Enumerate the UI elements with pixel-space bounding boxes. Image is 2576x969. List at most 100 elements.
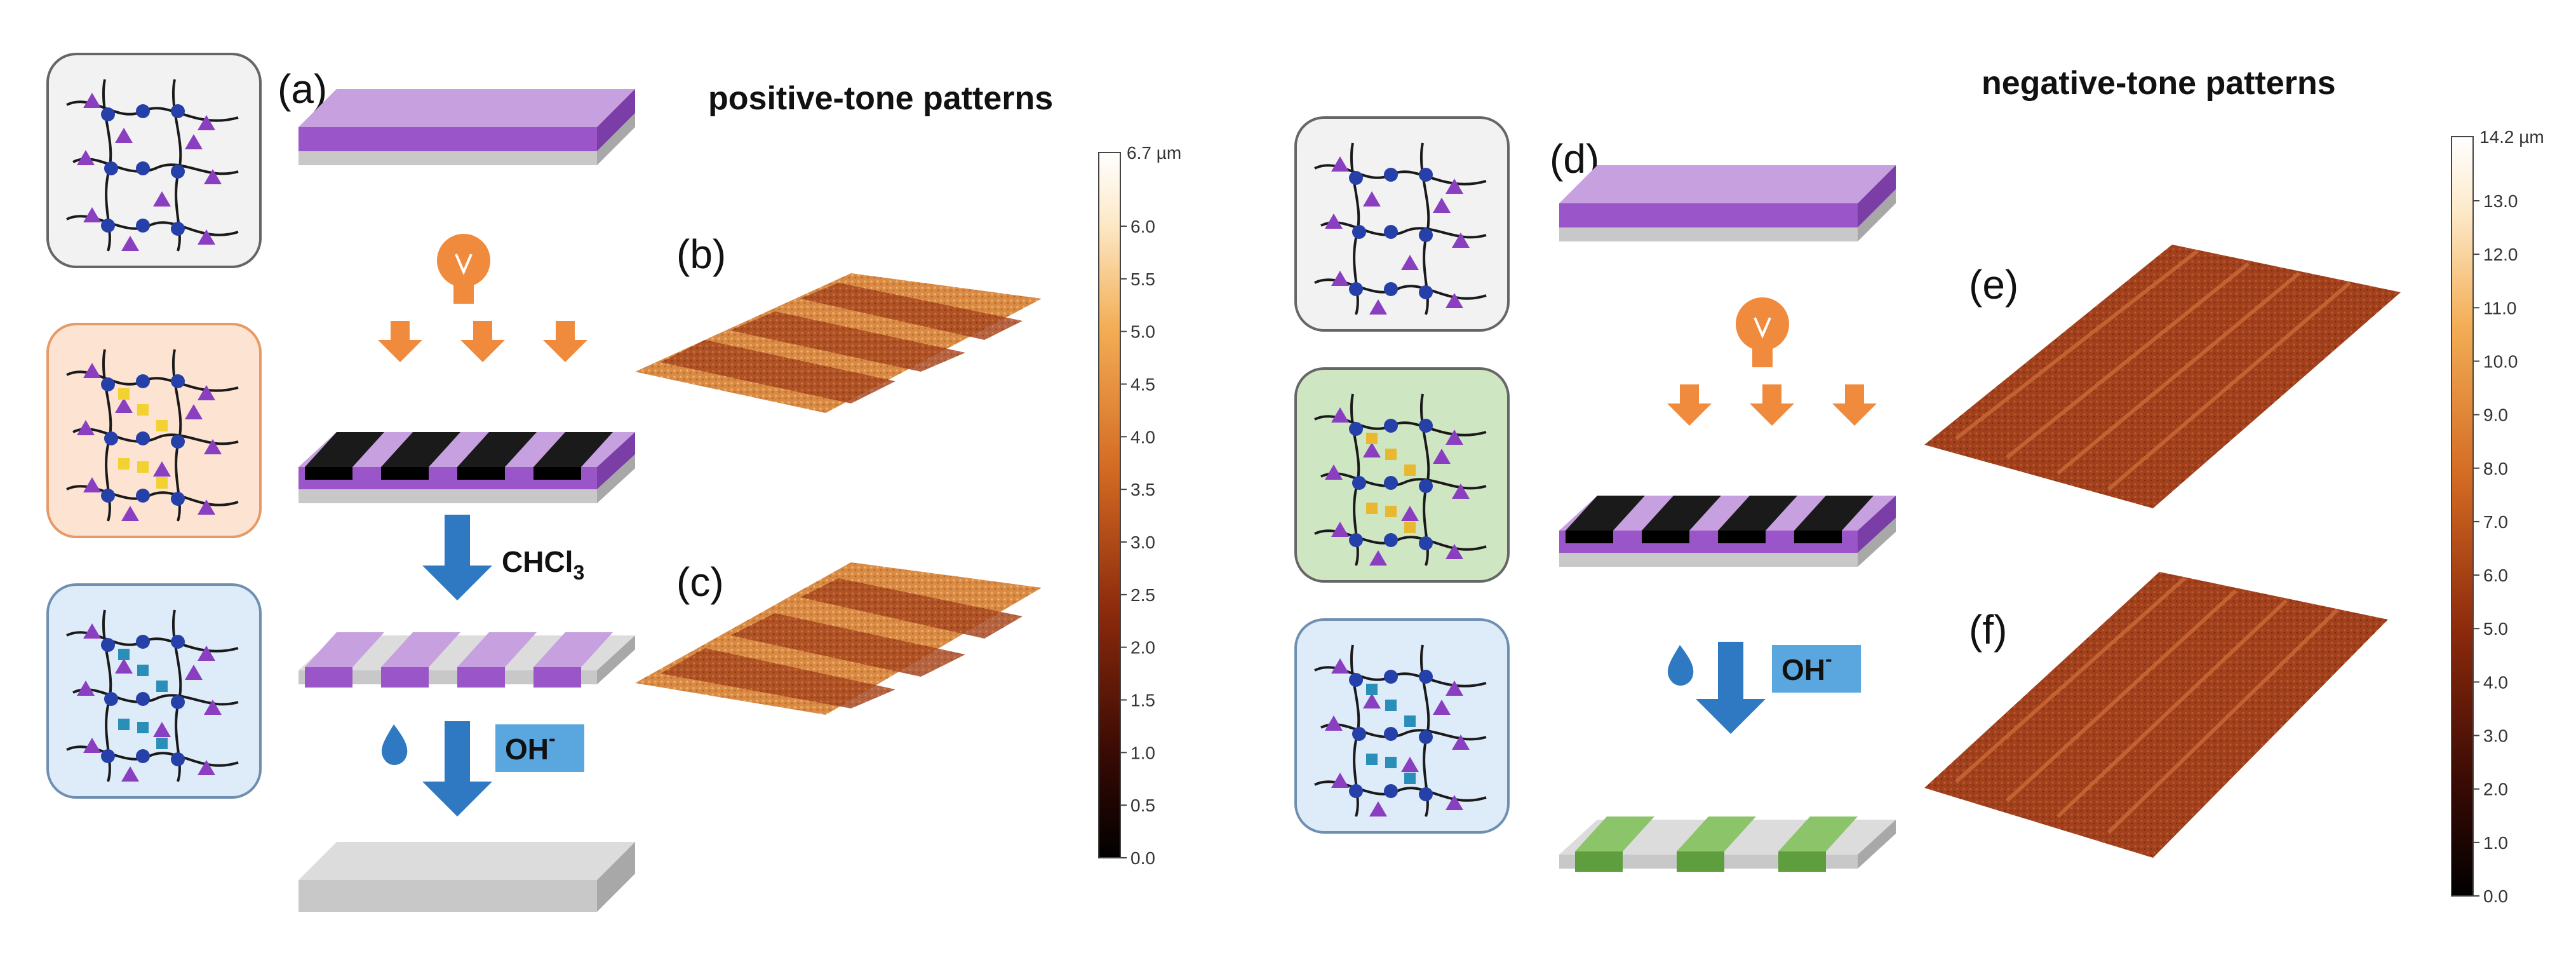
network-box-degraded-left	[46, 583, 262, 799]
crosslink-node	[171, 635, 185, 649]
colorbar-tick-label: 3.0	[1130, 532, 1155, 552]
colorbar-tick-label: 10.0	[2483, 351, 2518, 371]
crosslink-node	[1349, 533, 1363, 547]
crosslink-node	[101, 377, 115, 391]
monomer-unit	[1369, 550, 1387, 566]
crosslink-node	[1419, 419, 1433, 433]
crosslink-node	[1384, 784, 1398, 798]
polymer-network	[1314, 644, 1487, 817]
monomer-unit	[1369, 299, 1387, 315]
crosslink-node	[171, 222, 185, 236]
linker-unit	[137, 461, 149, 473]
monomer-unit	[185, 134, 203, 149]
chcl3-arrow	[422, 515, 492, 600]
crosslink-node	[1384, 168, 1398, 182]
crosslink-node	[136, 635, 150, 649]
crosslink-node	[101, 219, 115, 233]
linker-unit	[118, 719, 130, 730]
crosslink-node	[1419, 536, 1433, 550]
polymer-network	[66, 609, 239, 782]
crosslink-node	[1384, 225, 1398, 239]
linker-unit	[1385, 700, 1397, 711]
crosslink-node	[101, 749, 115, 763]
linker-unit	[118, 458, 130, 470]
panel-label-b: (b)	[676, 231, 726, 277]
linker-unit	[118, 649, 130, 660]
crosslink-node	[104, 692, 118, 706]
crosslink-node	[136, 374, 150, 388]
monomer-unit	[153, 191, 171, 207]
linker-unit	[1366, 503, 1378, 514]
colorbar-tick-label: 3.5	[1130, 480, 1155, 499]
panel-label-f: (f)	[1969, 607, 2007, 653]
crosslink-node	[1384, 533, 1398, 547]
monomer-unit	[115, 128, 133, 143]
colorbar-tick-label: 13.0	[2483, 191, 2518, 211]
linker-unit	[137, 665, 149, 676]
monomer-unit	[198, 385, 215, 400]
monomer-unit	[1369, 801, 1387, 817]
uv-arrows	[378, 321, 587, 362]
monomer-unit	[1446, 681, 1463, 696]
colorbar-tick-label: 0.0	[1130, 848, 1155, 868]
linker-unit	[1404, 715, 1416, 727]
linker-unit	[137, 722, 149, 733]
monomer-unit	[1363, 442, 1381, 457]
colorbar-tick-label: 4.0	[2483, 672, 2508, 692]
monomer-unit	[1331, 522, 1349, 537]
network-box-pristine-right	[1294, 116, 1510, 332]
monomer-unit	[1325, 715, 1343, 731]
monomer-unit	[1331, 271, 1349, 286]
monomer-unit	[115, 658, 133, 674]
crosslink-node	[1384, 476, 1398, 490]
crosslink-node	[1352, 727, 1366, 741]
colorbar-tick-label: 5.5	[1130, 269, 1155, 289]
monomer-unit	[1401, 255, 1419, 270]
crosslink-node	[1419, 670, 1433, 684]
positive-tone-title: positive-tone patterns	[708, 80, 1053, 117]
crosslink-node	[136, 749, 150, 763]
water-drop-icon	[1667, 645, 1694, 686]
crosslink-node	[136, 219, 150, 233]
linker-unit	[1385, 506, 1397, 517]
colorbar-tick-label: 6.0	[2483, 566, 2508, 585]
crosslink-node	[1384, 670, 1398, 684]
monomer-unit	[1446, 795, 1463, 810]
monomer-unit	[121, 766, 139, 782]
afm-image-c	[635, 562, 1042, 715]
monomer-unit	[77, 681, 95, 696]
photomask-on-film	[299, 432, 635, 503]
crosslink-node	[171, 104, 185, 118]
monomer-unit	[1331, 407, 1349, 423]
colorbar-tick-label: 5.0	[1130, 322, 1155, 342]
monomer-unit	[1401, 757, 1419, 772]
crosslink-node	[104, 161, 118, 175]
monomer-unit	[198, 646, 215, 661]
monomer-unit	[1331, 773, 1349, 788]
polymer-chain	[72, 158, 239, 175]
monomer-unit	[83, 477, 101, 492]
monomer-unit	[1446, 293, 1463, 308]
monomer-unit	[121, 506, 139, 521]
crosslink-node	[101, 107, 115, 121]
monomer-unit	[1452, 233, 1470, 248]
svg-text:OH-: OH-	[505, 727, 556, 766]
uv-arrows	[1667, 384, 1877, 426]
crosslink-node	[1349, 422, 1363, 436]
colorbar-tick-label: 4.0	[1130, 427, 1155, 447]
crosslink-node	[1419, 228, 1433, 242]
colorbar-tick-label: 7.0	[2483, 512, 2508, 532]
monomer-unit	[77, 150, 95, 165]
monomer-unit	[204, 439, 222, 454]
film-slab-initial	[299, 89, 635, 165]
linker-unit	[137, 404, 149, 416]
negative-tone-title: negative-tone patterns	[1982, 65, 2336, 102]
polymer-network	[1314, 393, 1487, 566]
crosslink-node	[171, 165, 185, 179]
oh-label: OH-	[495, 724, 584, 772]
crosslink-node	[171, 492, 185, 506]
monomer-unit	[1363, 191, 1381, 207]
linker-unit	[1404, 522, 1416, 533]
green-pattern-result	[1559, 817, 1896, 872]
